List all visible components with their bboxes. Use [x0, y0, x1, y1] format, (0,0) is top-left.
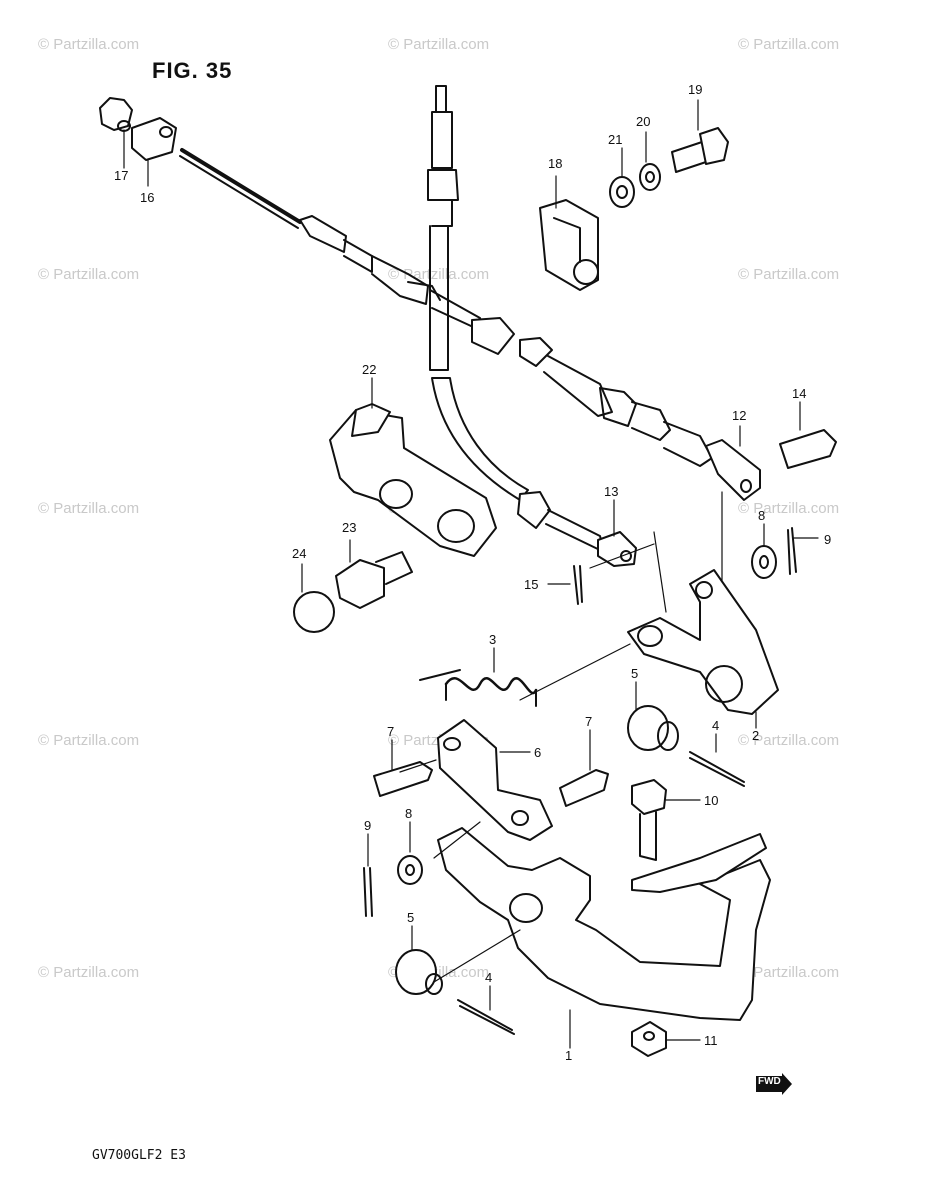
- link-arm-part-6: [437, 719, 553, 841]
- callout-15: 15: [524, 577, 538, 592]
- callout-7: 7: [585, 714, 592, 729]
- callout-8: 8: [405, 806, 412, 821]
- cotter-pin-part-9-upper: [787, 527, 797, 575]
- figure-title: FIG. 35: [152, 58, 233, 83]
- spring-part-3: [419, 669, 538, 707]
- callout-16: 16: [140, 190, 154, 205]
- bolt-part-19: [671, 127, 729, 173]
- callout-13: 13: [604, 484, 618, 499]
- lever-part-2: [627, 569, 779, 715]
- callout-8: 8: [758, 508, 765, 523]
- callout-21: 21: [608, 132, 622, 147]
- watermark: © Partzilla.com: [738, 36, 840, 53]
- bolt-part-23: [335, 551, 413, 609]
- fwd-label: FWD: [758, 1076, 781, 1087]
- pin-part-7-left: [373, 761, 433, 797]
- nut-part-11: [631, 1021, 667, 1057]
- callout-14: 14: [792, 386, 806, 401]
- clamp-part-16: [131, 117, 177, 161]
- callout-5: 5: [631, 666, 638, 681]
- throttle-cable: [179, 148, 761, 501]
- callout-6: 6: [534, 745, 541, 760]
- assembly-lines: [123, 99, 819, 1049]
- watermark: © Partzilla.com: [388, 266, 490, 283]
- model-code: GV700GLF2 E3: [92, 1148, 186, 1163]
- bushing-part-5-upper: [627, 705, 679, 751]
- callout-22: 22: [362, 362, 376, 377]
- watermark: © Partzilla.com: [738, 266, 840, 283]
- callout-3: 3: [489, 632, 496, 647]
- watermark: © Partzilla.com: [738, 500, 840, 517]
- bolt-part-10: [631, 779, 667, 861]
- callout-5: 5: [407, 910, 414, 925]
- cotter-pin-part-9-lower: [363, 867, 373, 917]
- watermark: © Partzilla.com: [738, 732, 840, 749]
- cap-part-24: [293, 591, 335, 633]
- nut-part-17: [99, 97, 133, 132]
- callout-23: 23: [342, 520, 356, 535]
- callout-17: 17: [114, 168, 128, 183]
- washer-part-20: [639, 163, 661, 191]
- watermark: © Partzilla.com: [738, 964, 840, 981]
- watermark: © Partzilla.com: [38, 500, 140, 517]
- bracket-part-18: [539, 199, 599, 291]
- callout-19: 19: [688, 82, 702, 97]
- callout-2: 2: [752, 728, 759, 743]
- washer-part-8-lower: [397, 855, 423, 885]
- callout-10: 10: [704, 793, 718, 808]
- cotter-pin-part-15: [573, 565, 583, 605]
- watermark: © Partzilla.com: [38, 266, 140, 283]
- callout-20: 20: [636, 114, 650, 129]
- washer-part-8-upper: [751, 545, 777, 579]
- callout-18: 18: [548, 156, 562, 171]
- watermark: © Partzilla.com: [38, 36, 140, 53]
- callout-1: 1: [565, 1048, 572, 1063]
- callout-12: 12: [732, 408, 746, 423]
- callout-7: 7: [387, 724, 394, 739]
- cotter-pin-part-4-lower: [457, 999, 515, 1035]
- cotter-pin-part-4-upper: [689, 751, 745, 787]
- callout-11: 11: [704, 1033, 718, 1048]
- callout-9: 9: [364, 818, 371, 833]
- washer-part-21: [609, 176, 635, 208]
- pin-part-14: [779, 429, 837, 469]
- choke-cable: [427, 85, 637, 567]
- bushing-part-5-lower: [395, 949, 443, 995]
- watermark: © Partzilla.com: [388, 36, 490, 53]
- watermark: © Partzilla.com: [38, 732, 140, 749]
- callout-9: 9: [824, 532, 831, 547]
- callout-24: 24: [292, 546, 306, 561]
- forward-arrow-icon: FWD: [756, 1073, 792, 1095]
- pedal-part-1: [437, 827, 771, 1021]
- pin-part-7-right: [559, 769, 609, 807]
- bracket-arm-part-22: [329, 403, 497, 557]
- watermark: © Partzilla.com: [38, 964, 140, 981]
- callout-4: 4: [485, 970, 492, 985]
- callout-4: 4: [712, 718, 719, 733]
